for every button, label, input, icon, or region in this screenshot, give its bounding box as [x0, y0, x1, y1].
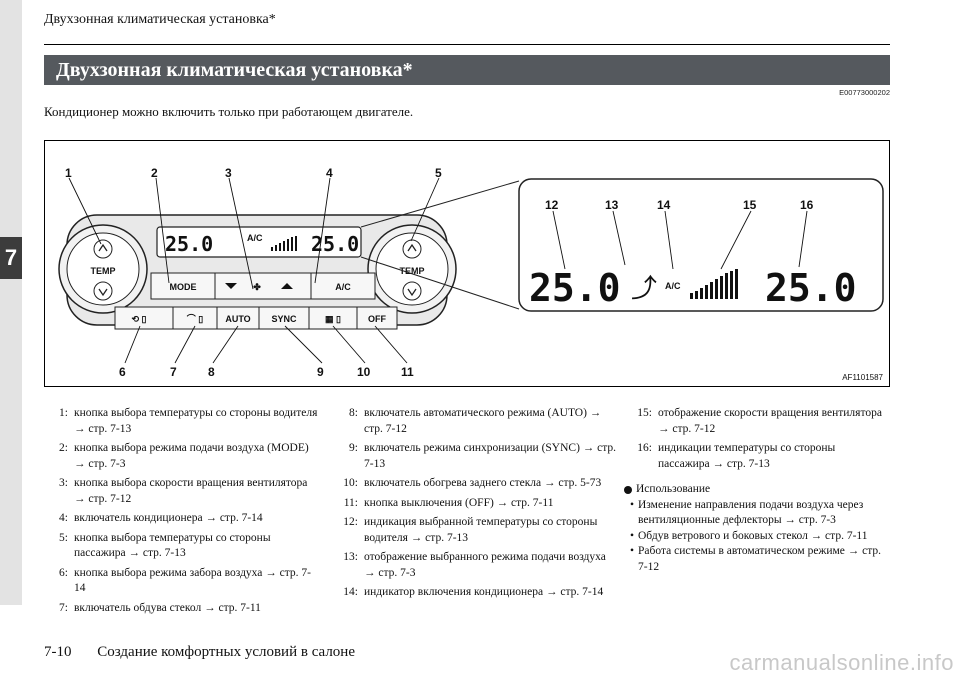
legend-item: 8:включатель автоматического режима (AUT… [349, 407, 602, 435]
chapter-name: Создание комфортных условий в салоне [97, 644, 355, 660]
panel-lcd-driver-temp: 25.0 [165, 232, 213, 256]
usage-title: Использование [636, 483, 711, 495]
callout-6: 6 [119, 365, 126, 379]
callout-16: 16 [800, 198, 814, 212]
driver-temp-label: TEMP [90, 266, 115, 276]
zoomed-lcd [518, 178, 884, 312]
section-title: Двухзонная климатическая установка* [44, 55, 890, 85]
legend-item: 3:кнопка выбора скорости вращения вентил… [59, 477, 308, 505]
running-head: Двухзонная климатическая установка* [44, 12, 276, 27]
ac-button [310, 272, 376, 300]
legend-item: 4:включатель кондиционера → стр. 7-14 [59, 512, 263, 524]
callout-14: 14 [657, 198, 671, 212]
legend-item: 12:индикация выбранной температуры со ст… [343, 516, 598, 544]
zoom-driver-temp: 25.0 [529, 266, 621, 310]
figure-code: AF1101587 [842, 373, 883, 382]
callout-2: 2 [151, 166, 158, 180]
bullet-icon [624, 485, 632, 494]
svg-text:SYNC: SYNC [271, 314, 297, 324]
svg-text:A/C: A/C [335, 282, 351, 292]
legend-item: 1:кнопка выбора температуры со стороны в… [59, 407, 318, 435]
panel-lcd-passenger-temp: 25.0 [311, 232, 359, 256]
legend-item: 7:включатель обдува стекол → стр. 7-11 [59, 601, 261, 614]
legend-item: 2:кнопка выбора режима подачи воздуха (M… [59, 442, 309, 470]
legend-item: 9:включатель режима синхронизации (SYNC)… [349, 442, 617, 470]
passenger-temp-label: TEMP [399, 266, 424, 276]
svg-text:✤: ✤ [253, 282, 261, 292]
zoom-mode-icon: ⤴ [631, 274, 657, 304]
legend-item: 13:отображение выбранного режима подачи … [343, 551, 606, 579]
zoom-passenger-temp: 25.0 [765, 266, 857, 310]
side-strip [0, 0, 22, 605]
svg-text:MODE: MODE [170, 282, 197, 292]
callout-1: 1 [65, 166, 72, 180]
svg-text:⟲ ▯: ⟲ ▯ [132, 314, 147, 324]
chapter-tab: 7 [0, 237, 22, 279]
callout-8: 8 [208, 365, 215, 379]
panel-lcd [156, 226, 362, 258]
usage-block: Использование •Изменение направления под… [624, 482, 884, 575]
usage-item: •Обдув ветрового и боковых стекол → стр.… [630, 529, 868, 542]
legend-item: 11:кнопка выключения (OFF) → стр. 7-11 [343, 496, 554, 509]
panel-lcd-ac: A/C [247, 233, 263, 243]
svg-text:AUTO: AUTO [225, 314, 250, 324]
legend-item: 14:индикатор включения кондиционера → ст… [343, 586, 604, 598]
svg-text:⌒ ▯: ⌒ ▯ [186, 313, 204, 324]
control-panel-drawing: TEMP TEMP 25.0 25.0 A/C MODE ✤ A/C ⟲ ▯ [58, 166, 884, 379]
legend-item: 5:кнопка выбора температуры со стороны п… [59, 531, 271, 560]
callout-12: 12 [545, 198, 559, 212]
panel-lcd-fan-bars [271, 236, 297, 251]
callout-9: 9 [317, 365, 324, 379]
page-footer: 7-10 Создание комфортных условий в салон… [44, 644, 377, 661]
zoom-ac-indicator: A/C [665, 281, 681, 291]
callout-3: 3 [225, 166, 232, 180]
svg-text:OFF: OFF [368, 314, 386, 324]
callout-10: 10 [357, 365, 371, 379]
callout-4: 4 [326, 166, 333, 180]
page-number: 7-10 [44, 644, 72, 660]
usage-item: •Изменение направления подачи воздуха че… [630, 498, 864, 527]
callout-13: 13 [605, 198, 619, 212]
zoom-fan-bars [690, 269, 738, 299]
legend-item: 16:индикации температуры со стороны пасс… [637, 442, 836, 470]
legend-column-2: 8:включатель автоматического режима (AUT… [330, 406, 620, 605]
mode-button [150, 272, 216, 300]
usage-item: •Работа системы в автоматическом режиме … [630, 545, 882, 573]
leader-lines [68, 177, 808, 364]
callout-5: 5 [435, 166, 442, 180]
legend-column-1: 1:кнопка выбора температуры со стороны в… [40, 406, 318, 620]
watermark: carmanualsonline.info [729, 650, 954, 675]
intro-text: Кондиционер можно включить только при ра… [44, 104, 414, 119]
legend-column-3: 15:отображение скорости вращения вентиля… [624, 406, 884, 575]
svg-text:▦ ▯: ▦ ▯ [325, 314, 341, 324]
control-panel-figure: TEMP TEMP 25.0 25.0 A/C MODE ✤ A/C ⟲ ▯ [44, 140, 890, 387]
doc-code: E00773000202 [839, 88, 890, 97]
header-rule [44, 44, 890, 45]
callout-7: 7 [170, 365, 177, 379]
legend-item: 6:кнопка выбора режима забора воздуха → … [59, 566, 311, 595]
callout-15: 15 [743, 198, 757, 212]
legend-item: 10:включатель обогрева заднего стекла → … [343, 477, 602, 489]
callout-11: 11 [401, 365, 414, 379]
legend-item: 15:отображение скорости вращения вентиля… [637, 407, 882, 435]
